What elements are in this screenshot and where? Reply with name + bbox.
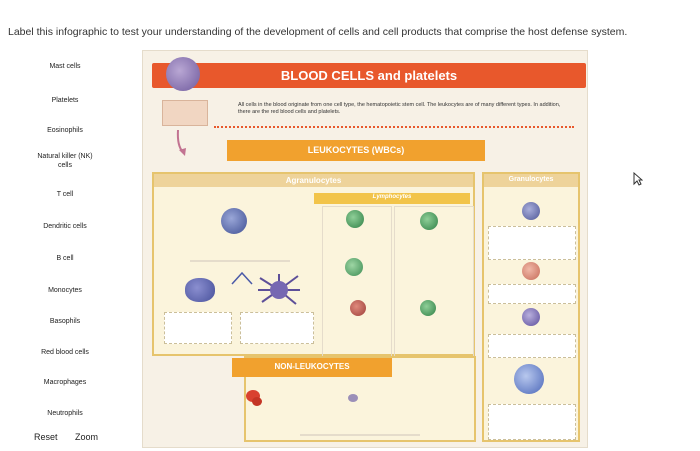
drop-zone-macrophage[interactable] (164, 312, 232, 344)
granulocytes-title: Granulocytes (508, 176, 554, 183)
platelet-image (348, 394, 358, 402)
drop-zone-platelets[interactable] (300, 408, 420, 436)
reset-button[interactable]: Reset (34, 432, 58, 442)
plasma-cell-image (345, 258, 363, 276)
leukocytes-banner: LEUKOCYTES (WBCs) (227, 140, 485, 161)
red-blood-cell-image-2 (252, 397, 262, 406)
drop-zone-red-blood-cells[interactable] (250, 408, 280, 434)
granulocytes-header: Granulocytes (484, 174, 578, 187)
drop-zone-eosinophil[interactable] (488, 284, 576, 304)
dotted-divider (214, 126, 574, 128)
drop-zone-mast-cell[interactable] (488, 404, 576, 440)
non-leukocytes-banner: NON-LEUKOCYTES (232, 358, 392, 377)
drop-zone-monocyte[interactable] (158, 190, 310, 280)
leukocytes-title: LEUKOCYTES (WBCs) (307, 145, 405, 155)
drop-zone-dendritic[interactable] (240, 312, 314, 344)
mast-cell-image (514, 364, 544, 394)
dendritic-cell-image (258, 274, 300, 305)
label-dendritic-cells[interactable]: Dendritic cells (43, 223, 87, 230)
label-monocytes[interactable]: Monocytes (48, 287, 82, 294)
label-neutrophils[interactable]: Neutrophils (47, 410, 83, 417)
intro-text: All cells in the blood originate from on… (238, 102, 561, 115)
drop-zone-b-cell[interactable] (322, 206, 392, 358)
b-cell-image (346, 210, 364, 228)
neutrophil-cell-image (522, 202, 540, 220)
gamma-delta-t-cell-image (420, 300, 436, 316)
curved-arrow-icon (176, 129, 186, 156)
eosinophil-cell-image (522, 262, 540, 280)
label-b-cell[interactable]: B cell (56, 255, 74, 262)
label-t-cell[interactable]: T cell (56, 191, 74, 198)
lymphocytes-title: Lymphocytes (372, 194, 412, 200)
macrophage-cell-image (185, 278, 215, 302)
label-macrophages[interactable]: Macrophages (43, 379, 87, 386)
arrows-icon (231, 271, 253, 285)
label-red-blood-cells[interactable]: Red blood cells (41, 349, 89, 356)
non-leukocytes-title: NON-LEUKOCYTES (274, 362, 350, 371)
zoom-button[interactable]: Zoom (75, 432, 99, 442)
label-basophils[interactable]: Basophils (49, 318, 81, 325)
label-nk-cells[interactable]: Natural killer (NK) cells (37, 153, 93, 169)
agranulocytes-title: Agranulocytes (285, 176, 342, 185)
nk-cell-image (350, 300, 366, 316)
agranulocytes-header: Agranulocytes (154, 174, 473, 187)
instructions: Label this infographic to test your unde… (8, 26, 628, 38)
monocyte-cell-image (221, 208, 247, 234)
blood-cells-banner: BLOOD CELLS and platelets (152, 63, 586, 88)
t-cell-image (420, 212, 438, 230)
basophil-cell-image (522, 308, 540, 326)
mouse-cursor-icon (633, 172, 643, 186)
label-mast-cells[interactable]: Mast cells (49, 63, 81, 70)
label-eosinophils[interactable]: Eosinophils (47, 127, 83, 134)
lymphocytes-header: Lymphocytes (314, 193, 470, 204)
drop-zone-basophil[interactable] (488, 334, 576, 358)
label-platelets[interactable]: Platelets (51, 97, 79, 104)
infographic-title: BLOOD CELLS and platelets (280, 68, 458, 83)
stem-cell-caption-box (162, 100, 208, 126)
drop-zone-neutrophil[interactable] (488, 226, 576, 260)
monocyte-caption (190, 240, 290, 262)
drop-zone-t-cell[interactable] (394, 206, 474, 358)
stem-cell-image (166, 57, 200, 91)
